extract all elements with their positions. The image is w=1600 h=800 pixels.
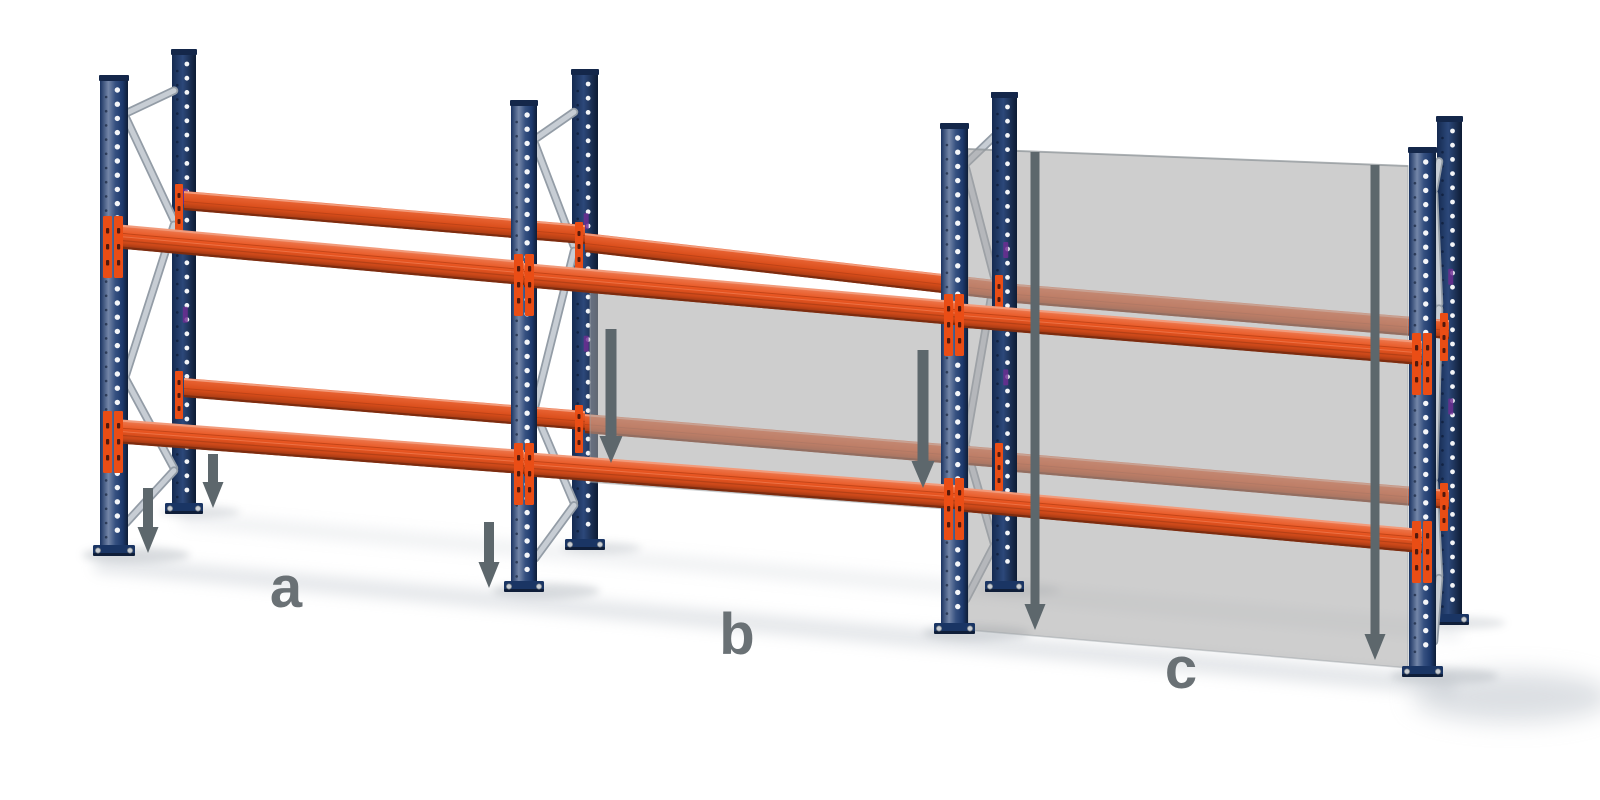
anchor-bolt [1435,668,1442,675]
beam-bracket-rear [575,405,583,453]
splice-mark [583,335,589,352]
down-arrow-c-right [1364,165,1386,660]
frame-1-front-upright [93,75,135,556]
beam-bracket [514,443,534,505]
base-plate [985,581,1024,591]
beam-bracket [1412,521,1432,583]
down-arrow-b-right [911,350,935,488]
beam-bracket [103,411,123,473]
anchor-bolt [505,583,512,590]
beam-bracket [944,478,964,540]
frame-2-front-upright [504,100,544,592]
beam-bracket-rear [175,184,183,232]
base-plate [1402,666,1443,676]
beam-bracket [103,216,123,278]
anchor-bolt [536,583,543,590]
frame-4-front-upright [1402,147,1443,677]
anchor-bolt [567,541,574,548]
front-beam-upper-bay-a [114,224,524,286]
splice-mark [1003,369,1009,386]
splice-mark [182,306,188,323]
splice-mark [1448,398,1454,415]
bay-label-c: c [1165,636,1197,701]
front-beam-lower-bay-a [114,419,524,475]
beam-bracket-rear [1440,483,1448,531]
anchor-bolt [597,541,604,548]
bay-label-b: b [719,602,754,667]
base-plate [565,539,605,549]
down-arrow-b-left [599,329,623,463]
anchor-bolt [1404,668,1411,675]
bay-labels: a b c [270,555,1197,701]
racking-scene [82,49,1600,722]
down-arrow-a-right [202,454,224,508]
anchor-bolt [95,547,102,554]
bay-label-a: a [270,555,303,620]
beam-bracket [944,294,964,356]
anchor-bolt [967,625,974,632]
beam-bracket-rear [575,222,583,270]
base-plate [504,581,544,591]
anchor-bolt [936,625,943,632]
beam-bracket-rear [175,371,183,419]
frame-2-bracing [530,107,579,563]
anchor-bolt [166,505,173,512]
anchor-bolt [127,547,134,554]
beam-bracket [1412,333,1432,395]
anchor-bolt [1016,583,1023,590]
down-arrow-a-left [137,488,159,553]
frame-3-front-upright [934,123,975,634]
beam-bracket-rear [995,443,1003,491]
anchor-bolt [987,583,994,590]
down-arrow-c-left [1024,152,1046,630]
anchor-bolt [194,505,201,512]
beam-bracket-rear [1440,313,1448,361]
splice-mark [1003,242,1009,258]
rear-beam-upper-bay-b [585,233,1004,301]
frame-1-bracing [121,86,179,528]
base-plate [93,545,135,555]
beam-bracket [514,254,534,316]
splice-mark [1448,268,1454,285]
base-plate [934,623,975,633]
front-beam-upper-bay-b [524,263,955,326]
anchor-bolt [1461,616,1468,623]
front-beam-lower-bay-b [524,452,955,510]
base-plate [165,503,203,513]
down-arrow-b-base [478,522,500,588]
